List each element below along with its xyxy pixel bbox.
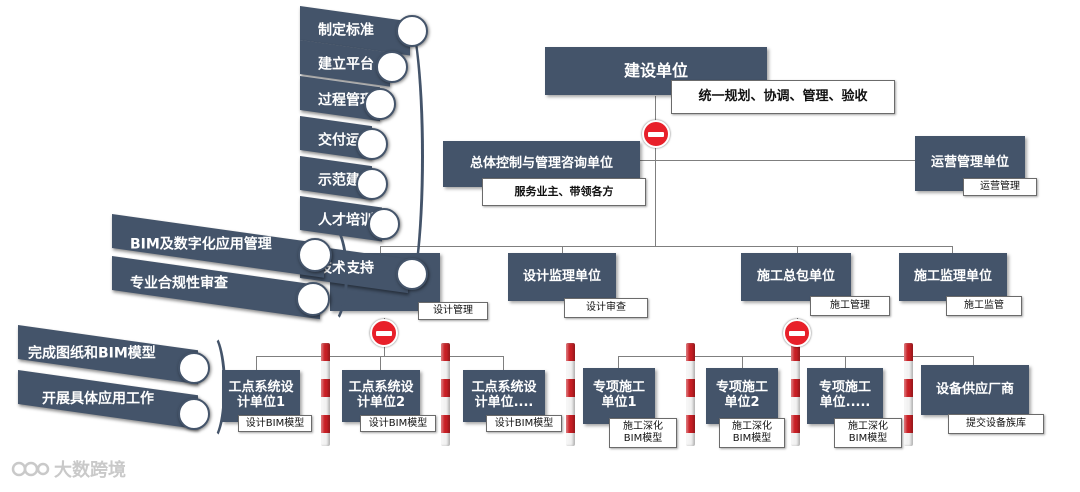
level3-drop-design-supervision — [562, 246, 563, 256]
ribbon-circle — [298, 238, 332, 272]
design-unit3-drop — [503, 356, 504, 370]
consult-duty-tag: 服务业主、带领各方 — [482, 178, 646, 206]
barrier-pole — [566, 343, 575, 446]
design-unit-1-node: 工点系统设计单位1 — [222, 370, 300, 422]
owner-duty-tag: 统一规划、协调、管理、验收 — [671, 80, 895, 114]
level3-drop-construction-supervision — [952, 246, 953, 256]
owner-node: 建设单位 — [545, 47, 767, 95]
design-unit-1-duty-tag: 设计BIM模型 — [238, 415, 312, 432]
barrier-pole — [791, 343, 800, 446]
no-entry-icon — [370, 319, 398, 347]
barrier-pole — [686, 343, 695, 446]
ribbon-circle — [296, 282, 330, 316]
ribbon-circle — [364, 88, 396, 120]
no-entry-icon — [642, 120, 670, 148]
general-contractor-duty-tag: 施工管理 — [810, 296, 890, 316]
level3-branch-line — [380, 246, 952, 247]
supplier-node: 设备供应厂商 — [921, 365, 1029, 415]
ribbon-circle — [376, 51, 408, 83]
consult-ribbons-bracket — [384, 6, 424, 306]
general-contractor-node: 施工总包单位 — [741, 253, 851, 301]
watermark-logo-icon — [11, 461, 50, 477]
supplier-duty-tag: 提交设备族库 — [948, 414, 1044, 434]
ribbon-circle — [368, 208, 400, 240]
ribbon-circle — [178, 352, 210, 384]
design-unit1-drop — [256, 356, 257, 370]
supplier-drop — [973, 356, 974, 370]
construction-supervision-node: 施工监理单位 — [899, 253, 1007, 301]
construction-unit3-drop — [845, 356, 846, 370]
design-duty-tag: 设计管理 — [418, 302, 488, 320]
barrier-pole — [904, 343, 913, 446]
ops-duty-tag: 运营管理 — [963, 178, 1037, 196]
construction-unit2-drop — [742, 356, 743, 370]
watermark-text: 大数跨境 — [54, 460, 126, 481]
design-unit-2-duty-tag: 设计BIM模型 — [360, 415, 436, 432]
construction-unit-3-duty-tag: 施工深化BIM模型 — [834, 418, 902, 448]
ribbon-circle — [356, 168, 388, 200]
barrier-pole — [441, 343, 450, 446]
ribbon-circle — [396, 258, 428, 290]
barrier-pole — [321, 343, 330, 446]
construction-unit-2-node: 专项施工单位2 — [706, 368, 778, 424]
construction-unit-3-node: 专项施工单位..... — [807, 368, 883, 424]
level2-branch-line — [547, 160, 917, 161]
ribbon-circle — [396, 15, 428, 47]
watermark-logo: 大数跨境 — [10, 456, 126, 482]
ribbon-circle — [178, 398, 210, 430]
ribbon-circle — [356, 128, 388, 160]
construction-unit1-drop — [618, 356, 619, 370]
level3-drop-design — [380, 246, 381, 256]
level3-drop-contractor — [797, 246, 798, 256]
design-supervision-duty-tag: 设计审查 — [564, 298, 648, 318]
design-ribbons-bracket — [312, 222, 348, 326]
design-unit-3-duty-tag: 设计BIM模型 — [486, 415, 562, 432]
design-unit2-drop — [380, 356, 381, 370]
design-supervision-node: 设计监理单位 — [508, 253, 616, 301]
unit-ribbons-bracket — [196, 332, 226, 442]
no-entry-icon — [783, 319, 811, 347]
design-unit-2-node: 工点系统设计单位2 — [342, 370, 420, 422]
design-unit-3-node: 工点系统设计单位.... — [463, 370, 545, 422]
construction-unit-1-node: 专项施工单位1 — [583, 368, 655, 424]
construction-supervision-duty-tag: 施工监管 — [946, 296, 1022, 316]
construction-unit-2-duty-tag: 施工深化BIM模型 — [719, 418, 785, 448]
owner-trunk-line — [655, 96, 656, 246]
construction-unit-1-duty-tag: 施工深化BIM模型 — [609, 418, 677, 448]
